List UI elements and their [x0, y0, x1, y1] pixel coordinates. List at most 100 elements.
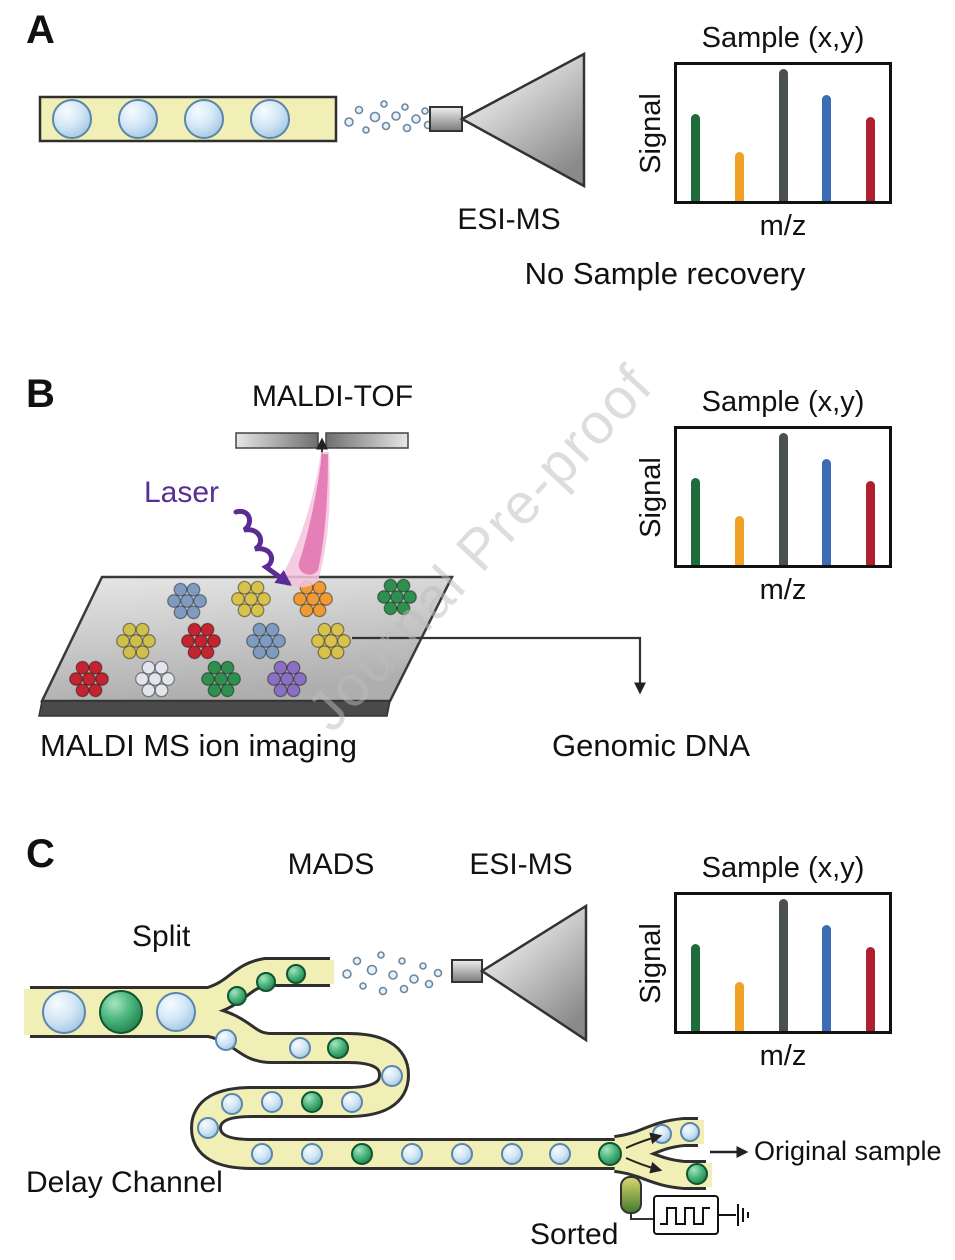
droplet: [42, 990, 86, 1034]
panel-b-graphics: [38, 432, 646, 717]
droplet: [549, 1143, 571, 1165]
droplet-green: [686, 1163, 708, 1185]
spectrum-plot: [674, 62, 892, 204]
laser-beam-arrow: [233, 508, 292, 586]
dna-connector-arrow: [352, 636, 646, 695]
spectrum-panel-b: Sample (x,y) Signal m/z: [628, 386, 892, 607]
droplet-green: [598, 1142, 622, 1166]
spectrum-bar-peak-5: [866, 946, 875, 1031]
sorting-electrode: [620, 1176, 642, 1214]
esi-cone: [479, 903, 588, 1043]
droplet: [118, 99, 158, 139]
spectrum-bar-peak-2: [734, 982, 744, 1031]
panel-a-label: A: [26, 8, 55, 52]
esi-inlet-nozzle: [451, 959, 483, 983]
droplet-green: [351, 1143, 373, 1165]
droplet: [401, 1143, 423, 1165]
droplet: [289, 1037, 311, 1059]
panel-c-label: C: [26, 832, 55, 876]
spectrum-bar-peak-4: [822, 458, 832, 565]
spectrum-xlabel: m/z: [759, 574, 807, 606]
spectrum-ylabel-text: Signal: [634, 92, 667, 174]
droplet-green: [227, 986, 247, 1006]
droplet: [341, 1091, 363, 1113]
spectrum-ylabel: Signal: [628, 426, 674, 568]
droplet: [221, 1093, 243, 1115]
tof-plate-left: [235, 432, 319, 449]
spectrum-bar-peak-4: [822, 924, 832, 1031]
flow-arrow-down: [625, 1157, 663, 1174]
droplet: [52, 99, 92, 139]
droplet-green: [301, 1091, 323, 1113]
esi-cone: [459, 51, 586, 189]
droplet: [680, 1122, 700, 1142]
spectrum-title: Sample (x,y): [701, 22, 865, 54]
channel-droplets: [52, 99, 290, 139]
delay-channel-label: Delay Channel: [26, 1166, 223, 1199]
droplet: [261, 1091, 283, 1113]
droplet: [156, 992, 196, 1032]
spectrum-bar-peak-3: [778, 69, 788, 201]
maldi-plate-edge: [38, 700, 391, 717]
maldi-imaging-caption: MALDI MS ion imaging: [40, 728, 358, 763]
laser-label: Laser: [144, 476, 220, 509]
electrode-wire: [630, 1213, 654, 1220]
electrospray-droplets: [342, 951, 443, 996]
spectrum-panel-c: Sample (x,y) Signal m/z: [628, 852, 892, 1073]
spectrum-plot: [674, 426, 892, 568]
esi-ms-label-a: ESI-MS: [457, 203, 561, 236]
droplet-green: [327, 1037, 349, 1059]
sorted-label: Sorted: [530, 1218, 619, 1251]
esi-inlet-nozzle: [429, 106, 463, 132]
flow-arrow-up: [625, 1132, 663, 1149]
spectrum-bar-peak-4: [822, 94, 832, 201]
droplet-green: [99, 990, 143, 1034]
panel-a-graphics: [38, 51, 586, 189]
panel-b-label: B: [26, 372, 55, 416]
droplet: [301, 1143, 323, 1165]
desorption-plume: [284, 452, 330, 588]
spectrum-bar-peak-1: [691, 943, 700, 1031]
spectrum-bar-peak-5: [866, 480, 875, 565]
droplet: [652, 1124, 672, 1144]
spectrum-ylabel: Signal: [628, 892, 674, 1034]
spectrum-bar-peak-1: [691, 113, 700, 201]
ground-symbol-icon: [718, 1204, 749, 1226]
droplet: [184, 99, 224, 139]
spectrum-panel-a: Sample (x,y) Signal m/z: [628, 22, 892, 243]
spectrum-bar-peak-2: [734, 516, 744, 565]
droplet: [215, 1029, 237, 1051]
spectrum-title: Sample (x,y): [701, 852, 865, 884]
spectrum-ylabel-text: Signal: [634, 922, 667, 1004]
spectrum-bar-peak-5: [866, 116, 875, 201]
droplet: [251, 1143, 273, 1165]
spectrum-bar-peak-1: [691, 477, 700, 565]
panel-c-graphics: [24, 903, 749, 1235]
spectrum-title: Sample (x,y): [701, 386, 865, 418]
electrospray-droplets: [344, 100, 433, 134]
mads-label: MADS: [287, 848, 375, 881]
spectrum-xlabel: m/z: [759, 210, 807, 242]
maldi-tof-label: MALDI-TOF: [251, 380, 414, 413]
spectrum-bar-peak-2: [734, 152, 744, 201]
square-wave-icon: [660, 1207, 710, 1225]
spectrum-xlabel: m/z: [759, 1040, 807, 1072]
split-label: Split: [132, 920, 191, 953]
spectrum-bar-peak-3: [778, 433, 788, 565]
spectrum-ylabel: Signal: [628, 62, 674, 204]
no-sample-recovery-caption: No Sample recovery: [524, 256, 806, 291]
droplet: [381, 1065, 403, 1087]
original-sample-label: Original sample: [754, 1136, 942, 1166]
spectrum-bar-peak-3: [778, 899, 788, 1031]
droplet: [250, 99, 290, 139]
droplet-green: [256, 972, 276, 992]
droplet: [451, 1143, 473, 1165]
genomic-dna-label: Genomic DNA: [552, 728, 751, 763]
droplet: [197, 1117, 219, 1139]
spectrum-plot: [674, 892, 892, 1034]
tof-plate-right: [325, 432, 409, 449]
channel-droplets: [42, 964, 708, 1185]
esi-ms-label-c: ESI-MS: [469, 848, 573, 881]
